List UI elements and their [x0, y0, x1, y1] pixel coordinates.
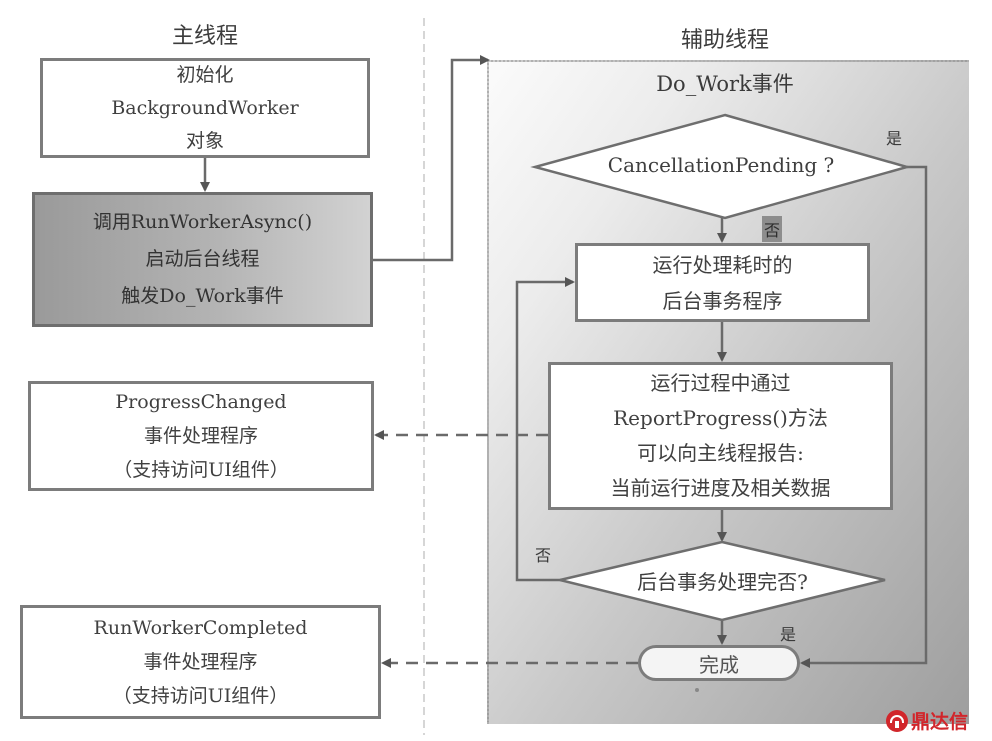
end-terminal: 完成: [638, 645, 800, 681]
process-task-box: 运行处理耗时的 后台事务程序: [575, 243, 870, 322]
do-work-event-title: Do_Work事件: [656, 72, 794, 96]
report-line-1: 运行过程中通过: [650, 371, 791, 395]
report-line-4: 当前运行进度及相关数据: [610, 476, 831, 500]
done-yes-label: 是: [780, 625, 797, 644]
watermark-logo-icon: [886, 709, 908, 732]
progress-changed-handler-box: ProgressChanged 事件处理程序 （支持访问UI组件）: [28, 381, 374, 491]
init-backgroundworker-box: 初始化 BackgroundWorker 对象: [40, 58, 370, 158]
init-line-2: BackgroundWorker: [111, 96, 299, 119]
cancellation-pending-text: CancellationPending ?: [607, 153, 835, 177]
arrow-start-to-worker: [373, 55, 490, 262]
completed-handler-line-1: RunWorkerCompleted: [93, 617, 308, 639]
cancel-no-label: 否: [762, 216, 783, 242]
init-line-3: 对象: [185, 129, 224, 152]
process-line-1: 运行处理耗时的: [652, 252, 793, 277]
completed-handler-line-2: 事件处理程序: [143, 651, 258, 673]
run-worker-completed-handler-box: RunWorkerCompleted 事件处理程序 （支持访问UI组件）: [20, 605, 381, 719]
cancel-yes-label: 是: [886, 129, 903, 148]
done-no-label: 否: [535, 546, 552, 565]
start-line-2: 启动后台线程: [145, 248, 260, 270]
start-line-1: 调用RunWorkerAsync(): [92, 211, 313, 233]
worker-thread-title: 辅助线程: [680, 28, 769, 53]
end-terminal-text: 完成: [699, 652, 739, 677]
watermark-text: 鼎达信: [911, 711, 969, 733]
report-line-3: 可以向主线程报告:: [637, 441, 804, 465]
arrow-done-no-loop: [515, 277, 575, 582]
decision-cancellation-pending: [530, 113, 912, 220]
report-progress-box: 运行过程中通过 ReportProgress()方法 可以向主线程报告: 当前运…: [548, 362, 893, 510]
init-line-1: 初始化: [176, 63, 234, 86]
report-line-2: ReportProgress()方法: [613, 406, 828, 430]
start-worker-box: 调用RunWorkerAsync() 启动后台线程 触发Do_Work事件: [32, 192, 373, 327]
start-line-3: 触发Do_Work事件: [121, 285, 284, 307]
task-done-text: 后台事务处理完否?: [637, 570, 808, 594]
decision-task-done: [559, 540, 886, 622]
progress-handler-line-3: （支持访问UI组件）: [113, 459, 289, 481]
progress-handler-line-2: 事件处理程序: [143, 425, 258, 447]
end-dot: [695, 688, 699, 692]
main-thread-title: 主线程: [171, 24, 238, 49]
process-line-2: 后台事务程序: [662, 288, 783, 313]
arrow-cancel-yes-to-end: [800, 165, 928, 668]
progress-handler-line-1: ProgressChanged: [115, 391, 287, 413]
watermark: 鼎达信: [886, 707, 968, 734]
completed-handler-line-3: （支持访问UI组件）: [112, 685, 289, 707]
